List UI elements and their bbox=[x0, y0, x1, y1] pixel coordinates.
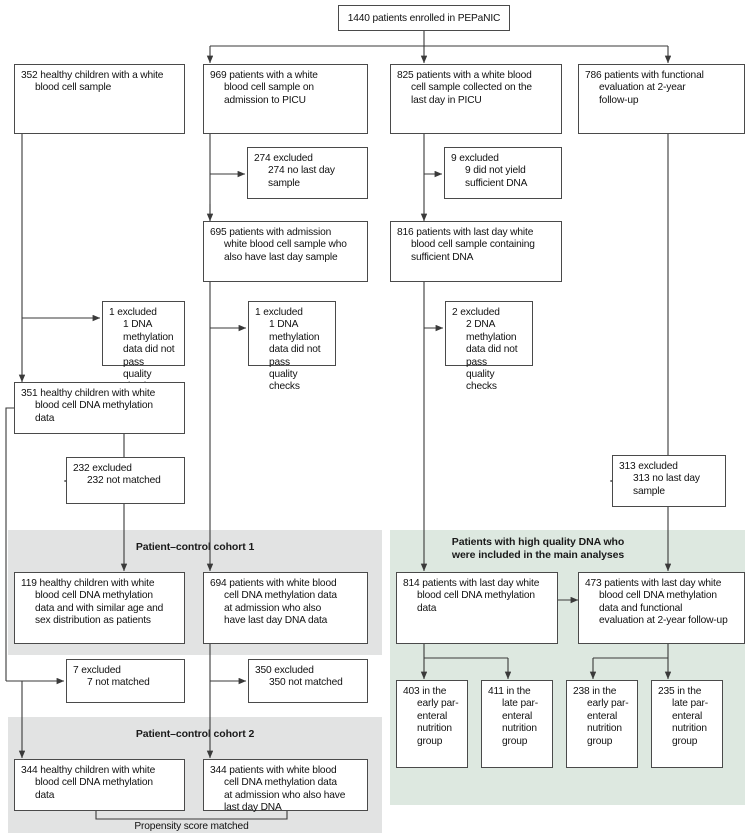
node-admission695-text: 695 patients with admission white blood … bbox=[210, 227, 347, 263]
node-excl1b-text: 1 excluded 1 DNA methylation data did no… bbox=[255, 307, 321, 393]
panel-main-analyses-title: Patients with high quality DNA who were … bbox=[451, 536, 625, 561]
node-functional786: 786 patients with functional evaluation … bbox=[578, 64, 745, 134]
node-admission695: 695 patients with admission white blood … bbox=[203, 221, 368, 282]
node-excl350: 350 excluded 350 not matched bbox=[248, 659, 368, 703]
node-patients694: 694 patients with white blood cell DNA m… bbox=[203, 572, 368, 644]
node-admission969: 969 patients with a white blood cell sam… bbox=[203, 64, 368, 134]
node-enrolled-text: 1440 patients enrolled in PEPaNIC bbox=[347, 13, 501, 24]
node-excl313: 313 excluded 313 no last day sample bbox=[612, 455, 726, 507]
node-patients344-text: 344 patients with white blood cell DNA m… bbox=[210, 765, 346, 814]
node-healthy344-text: 344 healthy children with white blood ce… bbox=[21, 765, 156, 801]
node-healthy344: 344 healthy children with white blood ce… bbox=[14, 759, 185, 811]
node-late235: 235 in the late par- enteral nutrition g… bbox=[651, 680, 723, 768]
node-healthy351-text: 351 healthy children with white blood ce… bbox=[21, 388, 156, 424]
node-patients473-text: 473 patients with last day white blood c… bbox=[585, 578, 728, 627]
node-excl9-text: 9 excluded 9 did not yield sufficient DN… bbox=[451, 153, 528, 189]
node-early403: 403 in the early par- enteral nutrition … bbox=[396, 680, 468, 768]
node-admission969-text: 969 patients with a white blood cell sam… bbox=[210, 70, 318, 106]
node-excl2-text: 2 excluded 2 DNA methylation data did no… bbox=[452, 307, 518, 393]
node-late411-text: 411 in the late par- enteral nutrition g… bbox=[488, 686, 539, 747]
node-early238: 238 in the early par- enteral nutrition … bbox=[566, 680, 638, 768]
node-healthy119-text: 119 healthy children with white blood ce… bbox=[21, 578, 164, 627]
node-excl232: 232 excluded 232 not matched bbox=[66, 457, 185, 504]
node-functional786-text: 786 patients with functional evaluation … bbox=[585, 70, 704, 106]
node-patients473: 473 patients with last day white blood c… bbox=[578, 572, 745, 644]
node-excl313-text: 313 excluded 313 no last day sample bbox=[619, 461, 700, 497]
node-enrolled: 1440 patients enrolled in PEPaNIC bbox=[338, 5, 510, 31]
node-patients814-text: 814 patients with last day white blood c… bbox=[403, 578, 540, 614]
node-early403-text: 403 in the early par- enteral nutrition … bbox=[403, 686, 459, 747]
node-patients814: 814 patients with last day white blood c… bbox=[396, 572, 558, 644]
node-patients344: 344 patients with white blood cell DNA m… bbox=[203, 759, 368, 813]
node-lastday816-text: 816 patients with last day white blood c… bbox=[397, 227, 535, 263]
node-early238-text: 238 in the early par- enteral nutrition … bbox=[573, 686, 629, 747]
node-late235-text: 235 in the late par- enteral nutrition g… bbox=[658, 686, 709, 747]
node-lastday825-text: 825 patients with a white blood cell sam… bbox=[397, 70, 532, 106]
node-excl274-text: 274 excluded 274 no last day sample bbox=[254, 153, 335, 189]
node-excl350-text: 350 excluded 350 not matched bbox=[255, 665, 343, 689]
node-excl1a-text: 1 excluded 1 DNA methylation data did no… bbox=[109, 307, 175, 392]
node-excl9: 9 excluded 9 did not yield sufficient DN… bbox=[444, 147, 562, 199]
node-healthy352-text: 352 healthy children with a white blood … bbox=[21, 70, 164, 94]
node-excl2: 2 excluded 2 DNA methylation data did no… bbox=[445, 301, 533, 392]
node-excl7-text: 7 excluded 7 not matched bbox=[73, 665, 150, 689]
node-excl7: 7 excluded 7 not matched bbox=[66, 659, 185, 703]
node-excl232-text: 232 excluded 232 not matched bbox=[73, 463, 161, 487]
panel-cohort1-title: Patient–control cohort 1 bbox=[135, 541, 255, 553]
caption-propensity-score-matched: Propensity score matched bbox=[134, 821, 249, 832]
panel-cohort2-title: Patient–control cohort 2 bbox=[135, 728, 255, 740]
node-late411: 411 in the late par- enteral nutrition g… bbox=[481, 680, 553, 768]
node-healthy119: 119 healthy children with white blood ce… bbox=[14, 572, 185, 644]
node-lastday825: 825 patients with a white blood cell sam… bbox=[390, 64, 562, 134]
node-lastday816: 816 patients with last day white blood c… bbox=[390, 221, 562, 282]
node-healthy352: 352 healthy children with a white blood … bbox=[14, 64, 185, 134]
node-excl1a: 1 excluded 1 DNA methylation data did no… bbox=[102, 301, 185, 392]
node-excl1b: 1 excluded 1 DNA methylation data did no… bbox=[248, 301, 336, 392]
node-patients694-text: 694 patients with white blood cell DNA m… bbox=[210, 578, 337, 627]
node-excl274: 274 excluded 274 no last day sample bbox=[247, 147, 368, 199]
node-healthy351: 351 healthy children with white blood ce… bbox=[14, 382, 185, 434]
